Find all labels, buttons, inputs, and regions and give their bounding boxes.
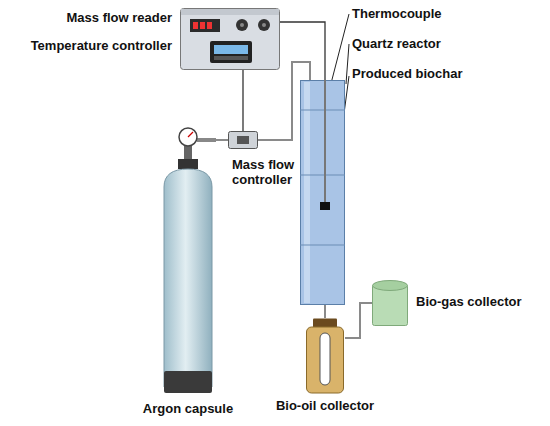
node-label: Bio-oil collector xyxy=(276,398,374,413)
controller-panel-shape xyxy=(180,8,280,70)
controller-panel-part xyxy=(193,22,198,29)
controller-panel-part xyxy=(240,23,244,27)
quartz-reactor-part xyxy=(300,245,345,246)
controller-panel-part xyxy=(190,19,220,32)
bio-oil-collector-part xyxy=(307,327,344,393)
quartz-reactor-part xyxy=(301,81,345,305)
controller-panel-part xyxy=(181,9,280,70)
node-label: Mass flow reader xyxy=(67,10,173,25)
node-label: Temperature controller xyxy=(31,38,172,53)
quartz-reactor-part xyxy=(324,80,326,202)
controller-panel-part xyxy=(236,19,248,31)
bio-gas-collector-part xyxy=(373,281,408,291)
gas-line xyxy=(345,303,372,338)
controller-panel-part xyxy=(214,45,248,54)
quartz-reactor-part xyxy=(320,202,330,210)
signal-wire xyxy=(242,70,243,131)
controller-panel-part xyxy=(200,22,205,29)
controller-panel-part xyxy=(210,41,252,63)
argon-cylinder-part xyxy=(188,132,193,137)
argon-cylinder-part xyxy=(164,371,212,393)
quartz-reactor-part xyxy=(304,82,310,303)
argon-cylinder-part xyxy=(179,128,197,146)
controller-panel-part xyxy=(214,56,248,60)
mass-flow-controller-shape xyxy=(228,131,258,149)
argon-cylinder-part xyxy=(178,159,198,169)
quartz-reactor-shape xyxy=(300,80,345,305)
quartz-reactor-part xyxy=(300,175,345,176)
mass-flow-controller: Mass flow controller xyxy=(228,131,258,149)
controller-panel-part xyxy=(258,19,270,31)
controller-panel-part xyxy=(262,23,266,27)
node-label: Quartz reactor xyxy=(352,36,441,51)
bio-oil-collector-part xyxy=(320,333,330,385)
bio-oil-collector: Bio-oil collector xyxy=(305,318,345,394)
gas-line xyxy=(324,305,326,318)
quartz-reactor-part xyxy=(300,110,345,111)
node-label: Argon capsule xyxy=(143,401,233,416)
controller-panel-part xyxy=(207,22,212,29)
argon-cylinder-part xyxy=(184,145,192,161)
bio-oil-collector-part xyxy=(313,319,337,328)
signal-wire xyxy=(280,22,325,80)
gas-line xyxy=(216,139,228,141)
argon-cylinder-shape xyxy=(160,125,216,395)
controller-panel-part xyxy=(181,9,279,15)
node-label: Bio-gas collector xyxy=(416,294,521,309)
argon-cylinder: Argon capsule xyxy=(160,125,216,395)
node-label: Mass flow controller xyxy=(232,157,308,187)
bio-gas-collector: Bio-gas collector xyxy=(372,280,408,326)
argon-cylinder-part xyxy=(164,169,212,387)
argon-cylinder-part xyxy=(197,138,216,142)
controller-panel: Mass flow readerTemperature controller xyxy=(180,8,280,70)
bio-oil-collector-shape xyxy=(305,318,345,394)
part-label: Thermocouple xyxy=(352,6,442,21)
bio-gas-collector-shape xyxy=(372,280,408,326)
mass-flow-controller-part xyxy=(237,136,249,144)
mass-flow-controller-part xyxy=(229,132,258,149)
quartz-reactor: Quartz reactor xyxy=(300,80,345,305)
part-label: Produced biochar xyxy=(352,66,463,81)
bio-gas-collector-part xyxy=(373,285,408,326)
